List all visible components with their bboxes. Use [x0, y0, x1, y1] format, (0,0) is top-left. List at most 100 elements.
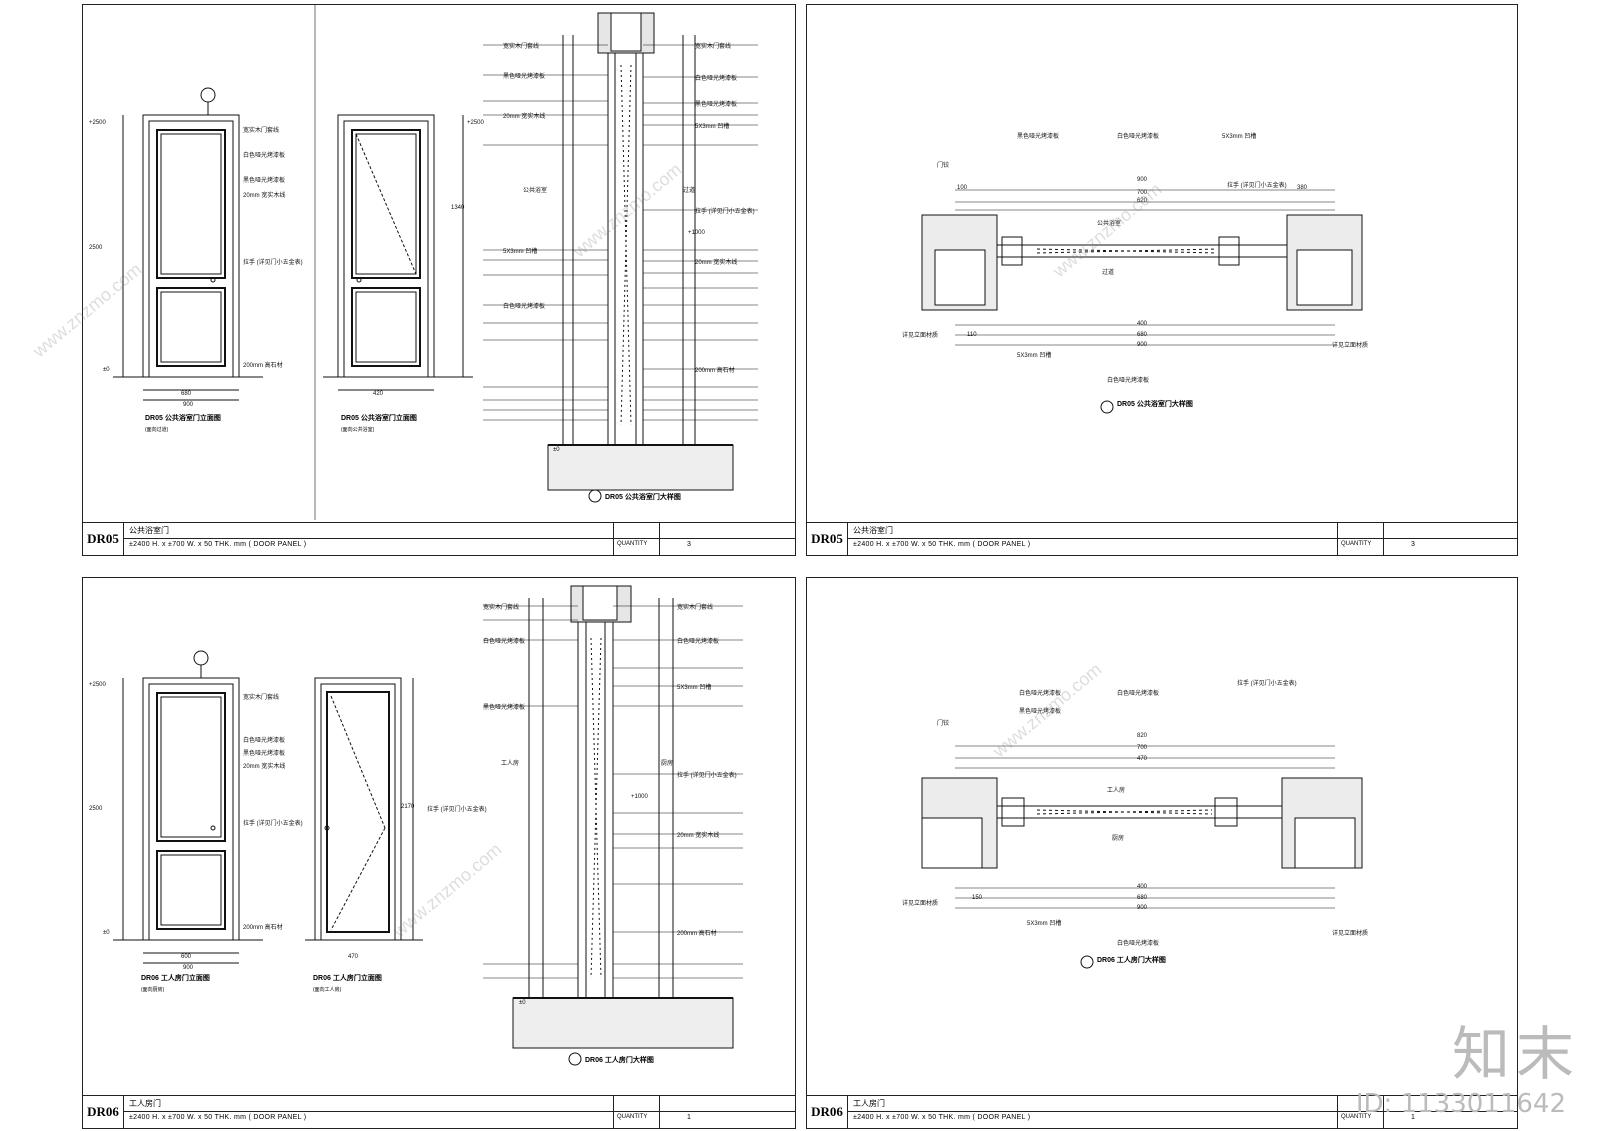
plan-label-groove-b: 5X3mm 凹槽: [1017, 353, 1052, 359]
dim-top-level-right: +2500: [467, 120, 484, 126]
label-wood-sec-l: 20mm 宽实木线: [503, 114, 546, 120]
sheet-dr05-plan: 900 700 620 100 380 400 680 900 110 公共浴室…: [806, 4, 1518, 556]
dr06-label-wood: 20mm 宽实木线: [243, 764, 286, 770]
dr06-plan-700: 700: [1137, 745, 1148, 751]
quantity-value-4: 1: [1411, 1114, 1415, 1121]
dr06-label-worker: 工人房: [501, 761, 520, 767]
dr06-view-note-2: (面向工人房): [313, 987, 342, 993]
dr06-view-title-1: DR06 工人房门立面图: [141, 975, 210, 982]
dr06-label-gray: 黑色哑光烤漆板: [243, 751, 286, 757]
quantity-value-2: 3: [1411, 541, 1415, 548]
dr06-view-title-3: DR06 工人房门大样图: [585, 1057, 654, 1064]
view-title-2: DR05 公共浴室门立面图: [341, 415, 417, 422]
plan-title: DR05 公共浴室门大样图: [1117, 401, 1193, 408]
door-code-4: DR06: [807, 1096, 848, 1128]
dim-zero-sec: ±0: [553, 447, 560, 453]
quantity-label-2: QUANTITY: [1341, 541, 1372, 547]
dr06-dim-900: 900: [183, 965, 194, 971]
dr06-label-white: 白色哑光烤漆板: [243, 738, 286, 744]
label-corridor: 过道: [683, 188, 696, 194]
dr06-label-frame: 宽实木门套线: [243, 695, 280, 701]
door-name-4: 工人房门: [853, 1099, 885, 1108]
dr06-plan-groove: 5X3mm 凹槽: [1027, 921, 1062, 927]
sheet-dr05-elevation: +2500 2500 ±0 680 900 宽实木门套线 白色哑光烤漆板 黑色哑…: [82, 4, 796, 556]
label-groove-sec: 5X3mm 凹槽: [695, 124, 730, 130]
drawing-dr05-elevation: [113, 5, 758, 520]
door-spec: ±2400 H. x ±700 W. x 50 THK. mm ( DOOR P…: [129, 541, 307, 548]
quantity-value-3: 1: [687, 1114, 691, 1121]
dr06-sec-groove: 5X3mm 凹槽: [677, 685, 712, 691]
label-gray-sec-l: 黑色哑光烤漆板: [503, 74, 546, 80]
dr06-dim-600: 600: [181, 954, 192, 960]
plan-dim-400: 400: [1137, 321, 1148, 327]
plan-dim-900: 900: [1137, 177, 1148, 183]
dim-plus1000: +1000: [688, 230, 705, 236]
drawing-dr06-plan: [921, 745, 1363, 969]
dr06-plan-stone: 详见立面材质: [902, 901, 939, 907]
brand-id: ID: 1133011642: [1355, 1089, 1566, 1119]
label-groove-sec-l: 5X3mm 凹槽: [503, 249, 538, 255]
label-frame-sec-l: 宽实木门套线: [503, 44, 540, 50]
dr06-dim-top: +2500: [89, 682, 106, 688]
plan-dim-620: 620: [1137, 198, 1148, 204]
quantity-value: 3: [687, 541, 691, 548]
door-code-3: DR06: [83, 1096, 124, 1128]
view-title-1: DR05 公共浴室门立面图: [145, 415, 221, 422]
plan-dim-680: 680: [1137, 332, 1148, 338]
label-frame: 宽实木门套线: [243, 128, 280, 134]
dr06-sec-frame: 宽实木门套线: [677, 605, 714, 611]
title-block: DR05 公共浴室门 ±2400 H. x ±700 W. x 50 THK. …: [83, 522, 795, 555]
sheet-dr06-plan: 820 700 470 400 680 900 150 工人房 厨房 门铰 白色…: [806, 577, 1518, 1129]
dr06-plan-title: DR06 工人房门大样图: [1097, 957, 1166, 964]
dr06-label-handle-r: 拉手 (详见门小五金表): [427, 807, 487, 813]
dr06-plan-kitchen: 厨房: [1112, 836, 1125, 842]
label-gray-paint: 黑色哑光烤漆板: [243, 178, 286, 184]
dr06-sec-frame-l: 宽实木门套线: [483, 605, 520, 611]
dr06-sec-gray-l: 黑色哑光烤漆板: [483, 705, 526, 711]
door-name-3: 工人房门: [129, 1099, 161, 1108]
dim-w420: 420: [373, 391, 384, 397]
view-note-2: (面向公共浴室): [341, 427, 375, 433]
plan-label-stone: 详见立面材质: [902, 333, 939, 339]
label-frame-sec: 宽实木门套线: [695, 44, 732, 50]
plan-label-corridor: 过道: [1102, 270, 1115, 276]
plan-dim-110: 110: [967, 332, 977, 338]
label-white-sec: 白色哑光烤漆板: [695, 76, 738, 82]
dr06-label-kitchen: 厨房: [661, 761, 674, 767]
title-block-2: DR05 公共浴室门 ±2400 H. x ±700 W. x 50 THK. …: [807, 522, 1517, 555]
label-handle-sec: 拉手 (详见门小五金表): [695, 209, 755, 215]
quantity-label-4: QUANTITY: [1341, 1114, 1372, 1120]
view-note-1: (面向过道): [145, 427, 169, 433]
label-handle: 拉手 (详见门小五金表): [243, 260, 303, 266]
title-block-3: DR06 工人房门 ±2400 H. x ±700 W. x 50 THK. m…: [83, 1095, 795, 1128]
dr06-plan-white-2: 白色哑光烤漆板: [1117, 691, 1160, 697]
door-spec-3: ±2400 H. x ±700 W. x 50 THK. mm ( DOOR P…: [129, 1114, 307, 1121]
plan-label-white: 白色哑光烤漆板: [1117, 134, 1160, 140]
dr06-sec-white-l: 白色哑光烤漆板: [483, 639, 526, 645]
dr06-plan-handle: 拉手 (详见门小五金表): [1237, 681, 1297, 687]
door-code: DR05: [83, 523, 124, 555]
dr06-view-note-1: (面向厨房): [141, 987, 165, 993]
dr06-plan-900: 900: [1137, 905, 1148, 911]
quantity-label-3: QUANTITY: [617, 1114, 648, 1120]
plan-dim-380: 380: [1297, 185, 1308, 191]
dr06-label-handle: 拉手 (详见门小五金表): [243, 821, 303, 827]
label-white-sec-l: 白色哑光烤漆板: [503, 304, 546, 310]
drawing-dr06-elevation: [113, 585, 743, 1066]
dim-width-inner: 680: [181, 391, 192, 397]
plan-label-hinge: 门铰: [937, 163, 950, 169]
plan-dim-900b: 900: [1137, 342, 1148, 348]
dr06-dim-2170: 2170: [401, 804, 415, 810]
door-code-2: DR05: [807, 523, 848, 555]
label-skirting-sec: 200mm 高石材: [695, 368, 735, 374]
dim-h1340: 1340: [451, 205, 465, 211]
plan-label-stone-r: 详见立面材质: [1332, 343, 1369, 349]
plan-label-groove: 5X3mm 凹槽: [1222, 134, 1257, 140]
dr06-plan-400: 400: [1137, 884, 1148, 890]
dr06-plan-white-b: 白色哑光烤漆板: [1117, 941, 1160, 947]
plan-dim-100: 100: [957, 185, 968, 191]
plan-dim-700: 700: [1137, 190, 1148, 196]
dr06-plan-680: 680: [1137, 895, 1148, 901]
door-spec-4: ±2400 H. x ±700 W. x 50 THK. mm ( DOOR P…: [853, 1114, 1031, 1121]
dr06-sec-wood: 20mm 宽实木线: [677, 833, 720, 839]
